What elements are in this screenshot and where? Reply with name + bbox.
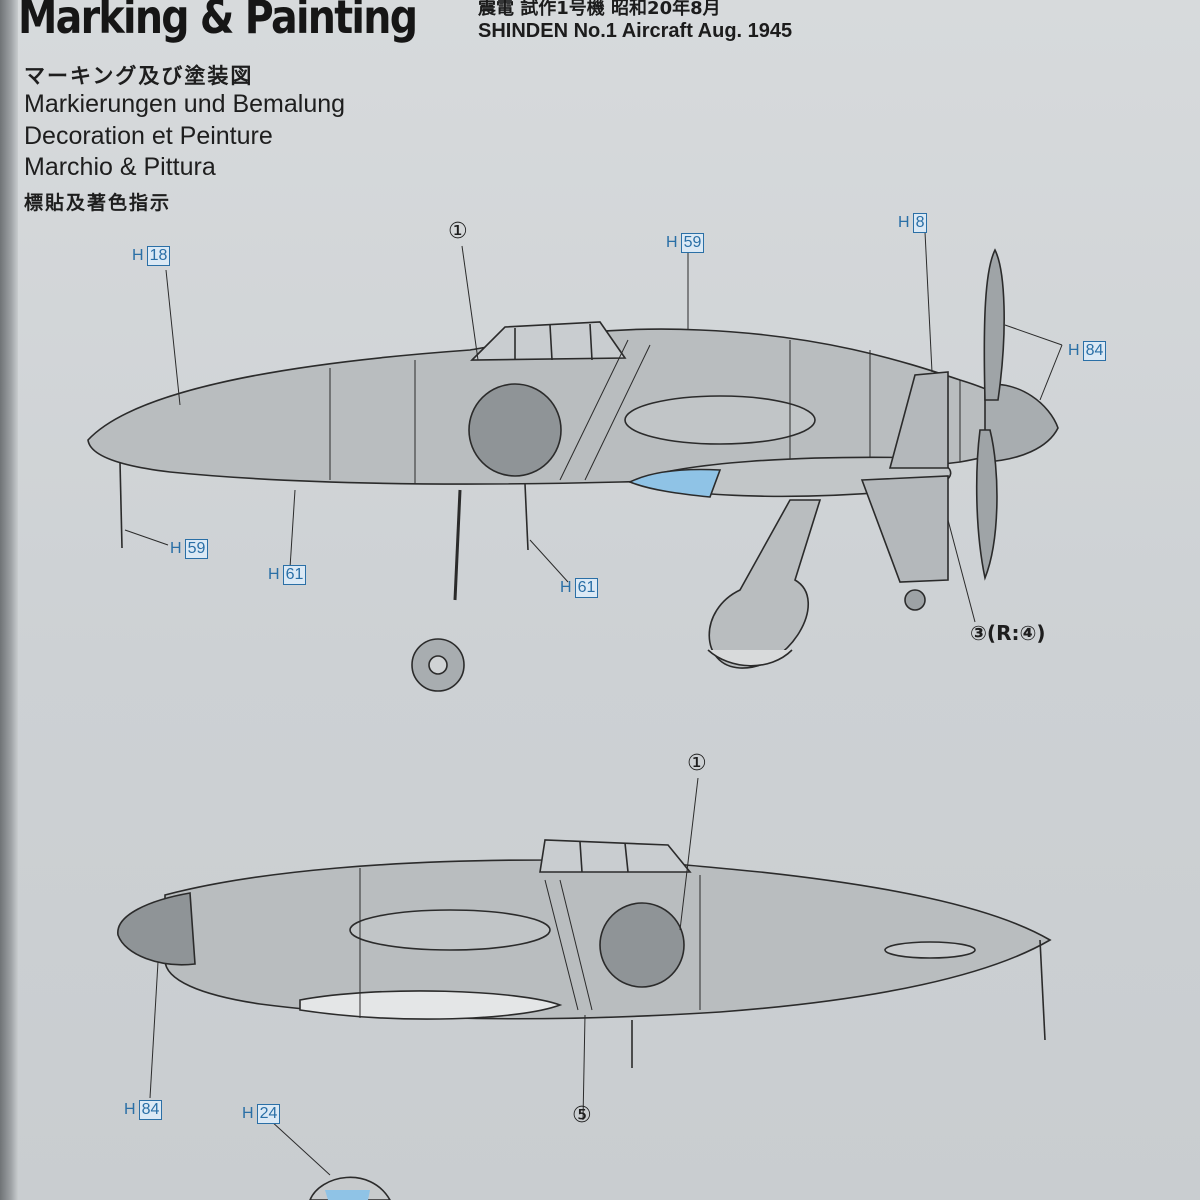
top-underside bbox=[299, 990, 563, 1020]
side-hinomaru bbox=[468, 383, 562, 477]
side-intake bbox=[624, 395, 816, 445]
side-spinner bbox=[984, 383, 1059, 463]
side-view-aircraft bbox=[87, 231, 1063, 692]
side-canopy bbox=[470, 321, 627, 361]
top-spinner bbox=[117, 892, 196, 966]
top-view-aircraft bbox=[117, 777, 1052, 1200]
page-title: Marking & Painting bbox=[18, 0, 418, 44]
side-drop-tank bbox=[708, 499, 822, 669]
subtitle-japanese: 震電 試作1号機 昭和20年8月 bbox=[478, 0, 721, 19]
heading-italian: Marchio & Pittura bbox=[24, 153, 216, 181]
callout-5: ⑤ bbox=[572, 1103, 592, 1128]
top-canopy bbox=[539, 839, 692, 873]
callout-1-top: ① bbox=[687, 751, 707, 776]
top-intake bbox=[349, 909, 551, 951]
heading-chinese: 標貼及著色指示 bbox=[24, 192, 172, 214]
page-edge-shadow bbox=[0, 0, 18, 1200]
side-lower-fin bbox=[860, 475, 949, 583]
side-prop-lower bbox=[975, 429, 998, 581]
side-wing-roundel bbox=[628, 468, 722, 498]
top-hinomaru bbox=[599, 902, 685, 988]
subtitle-english: SHINDEN No.1 Aircraft Aug. 1945 bbox=[478, 20, 793, 42]
callout-1-side: ① bbox=[448, 219, 468, 244]
heading-french: Decoration et Peinture bbox=[24, 122, 273, 150]
side-upper-fin bbox=[888, 371, 949, 469]
heading-german: Markierungen und Bemalung bbox=[24, 90, 346, 118]
heading-japanese: マーキング及び塗装図 bbox=[24, 64, 254, 88]
side-prop-upper bbox=[983, 248, 1005, 401]
callout-3-r4: ③(R:④) bbox=[970, 621, 1046, 645]
